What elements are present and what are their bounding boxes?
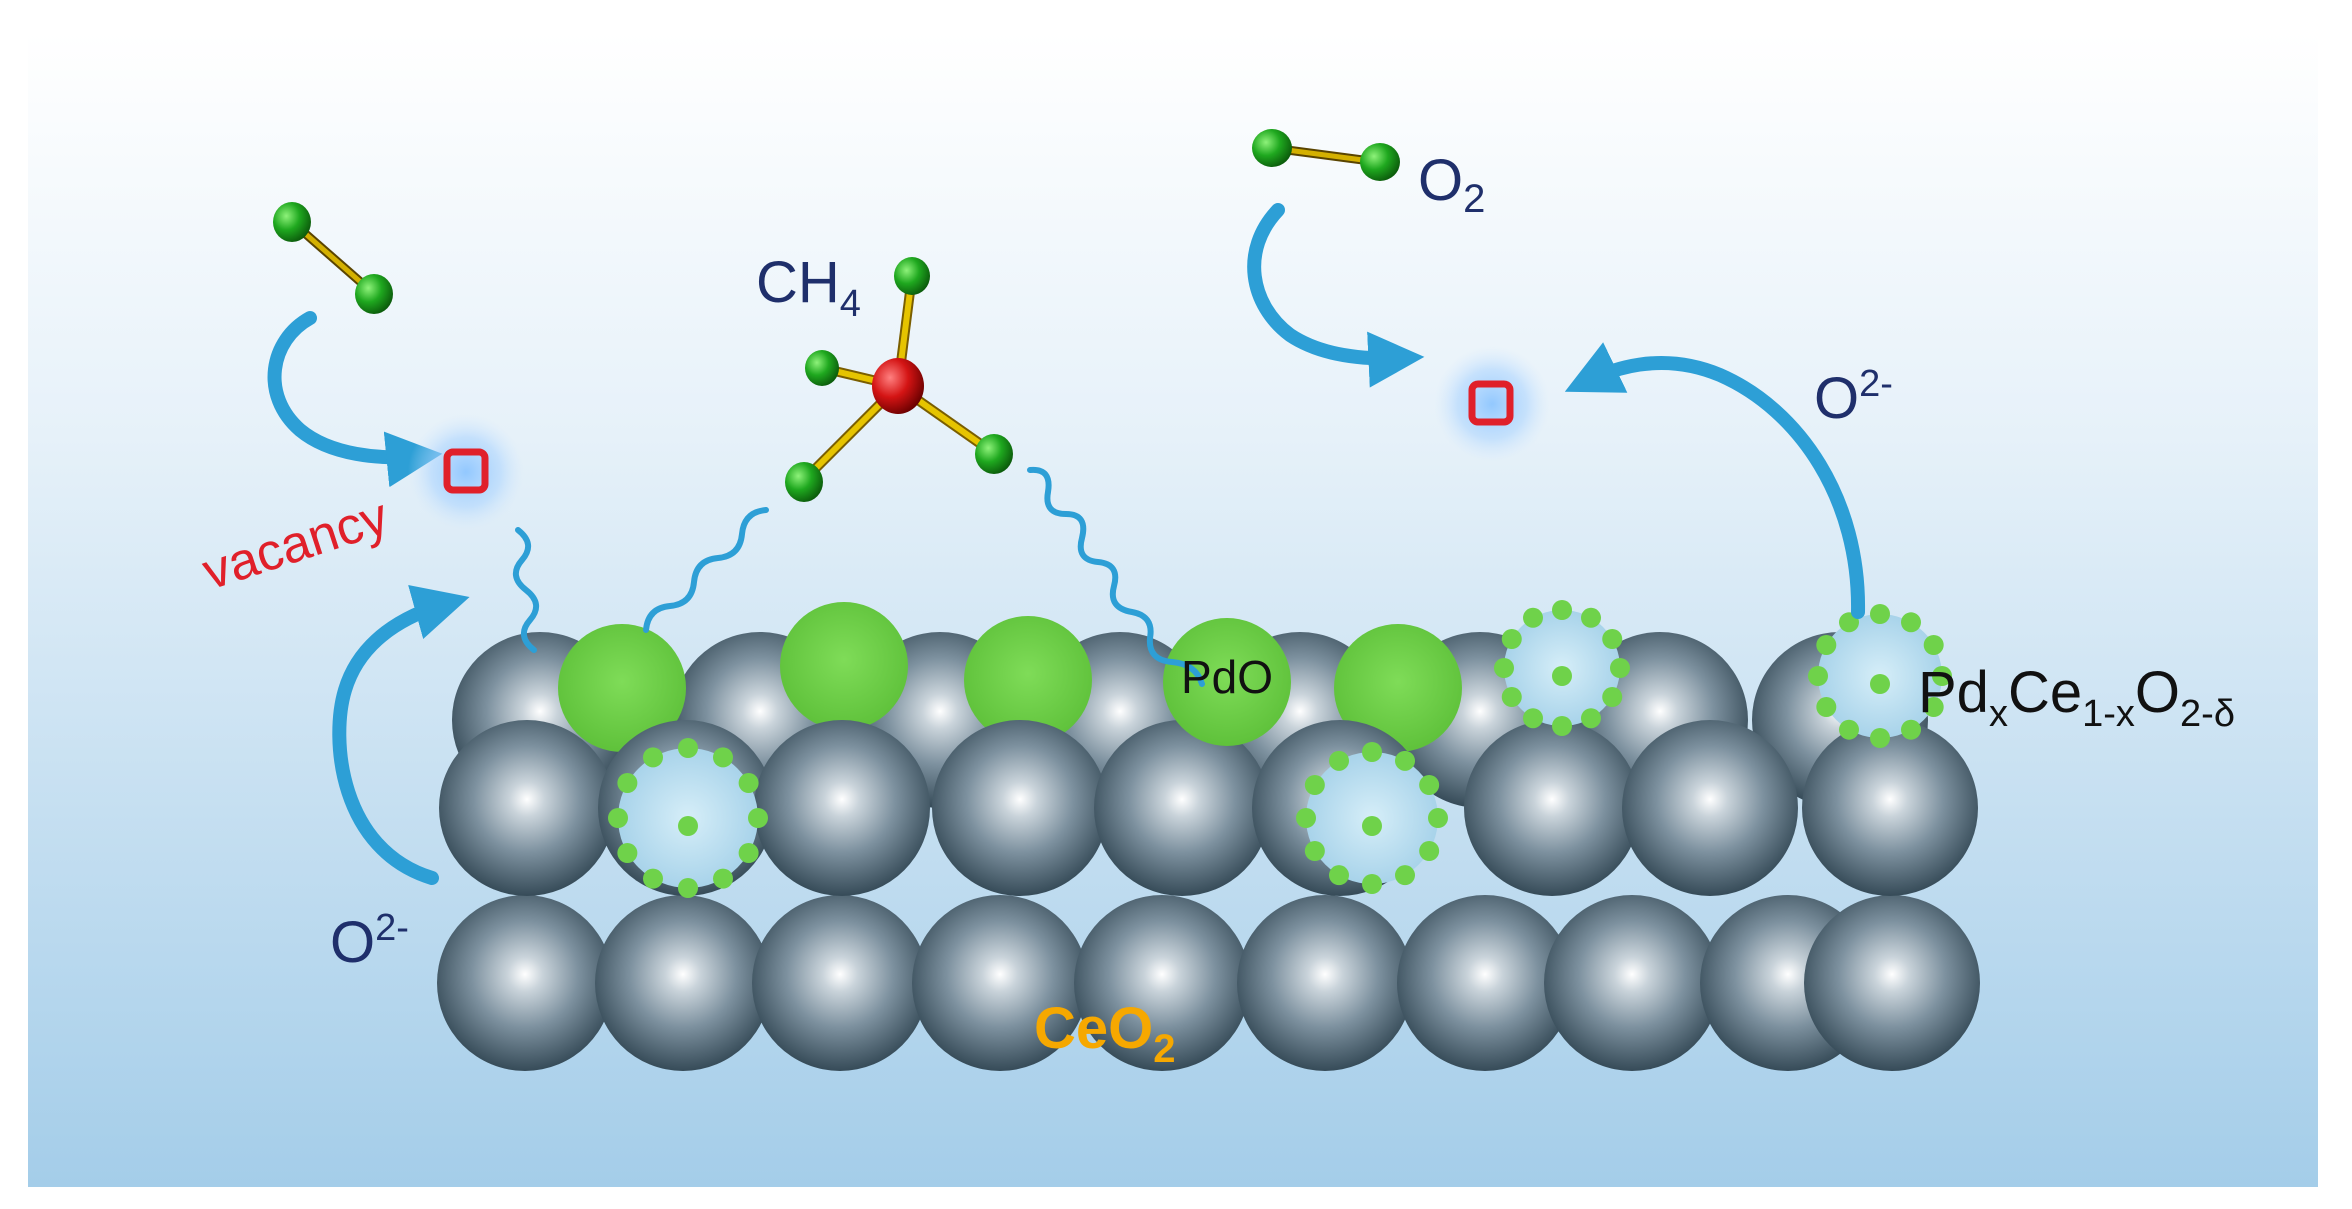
ceria-sphere xyxy=(1622,720,1798,896)
o2-minus-label-left: O2- xyxy=(330,907,409,975)
ceria-sphere xyxy=(1464,720,1640,896)
ceria-sphere xyxy=(752,895,928,1071)
pd-dopant-dot xyxy=(1816,635,1837,655)
pd-dopant-dot xyxy=(617,843,638,863)
wavy-line-center-right xyxy=(1027,466,1205,687)
pd-dopant-dot xyxy=(1501,629,1522,649)
o2-label: O2 xyxy=(1418,148,1485,221)
pd-dopant-dot xyxy=(1581,708,1601,729)
pd-dopant-dot xyxy=(1816,697,1837,717)
oxygen-vacancy-left xyxy=(408,414,524,530)
pdo-sphere xyxy=(964,616,1092,744)
arrow-o2minus-up-left xyxy=(332,585,470,885)
pd-dopant-dot xyxy=(678,816,698,836)
pdo-sphere xyxy=(558,624,686,752)
pd-dopant-dot xyxy=(1870,728,1890,748)
ceria-sphere xyxy=(932,720,1108,896)
ceria-sphere xyxy=(1804,895,1980,1071)
pd-dopant-dot xyxy=(1923,635,1944,655)
pd-dopant-dot xyxy=(1362,742,1382,762)
ceria-sphere xyxy=(1397,895,1573,1071)
pd-dopant-dot xyxy=(643,747,663,768)
pd-dopant-dot xyxy=(1523,607,1543,628)
oxygen-vacancy-right xyxy=(1434,346,1550,462)
curved-arrows xyxy=(267,203,1866,885)
pd-dopant-dot xyxy=(713,868,733,889)
ceria-sphere xyxy=(1544,895,1720,1071)
pd-dopant-dot xyxy=(1329,865,1349,886)
wavy-line-left xyxy=(513,527,539,653)
pd-dopant-dot xyxy=(1501,687,1522,707)
pd-dopant-dot xyxy=(1923,697,1944,717)
pd-dopant-dot xyxy=(678,738,698,758)
pd-dopant-dot xyxy=(713,747,733,768)
pd-dopant-dot xyxy=(1901,612,1921,633)
ceria-sphere xyxy=(1094,720,1270,896)
pd-dopant-dot xyxy=(1602,629,1623,649)
pd-dopant-dot xyxy=(678,878,698,898)
ceria-sphere xyxy=(912,895,1088,1071)
ceria-sphere xyxy=(1237,895,1413,1071)
ceo2-surface-slab xyxy=(437,600,1980,1071)
pd-dopant-dot xyxy=(1329,750,1349,771)
pd-dopant-dot xyxy=(1362,874,1382,894)
pd-dopant-dot xyxy=(1523,708,1543,729)
oxygen-molecule-left xyxy=(273,202,393,314)
pd-dopant-dot xyxy=(1932,666,1952,686)
pd-dopant-dot xyxy=(608,808,628,828)
pd-dopant-dot xyxy=(738,843,759,863)
pd-dopant-dot xyxy=(1901,719,1921,740)
pd-dopant-dot xyxy=(1395,750,1415,771)
ch4-label: CH4 xyxy=(756,250,861,325)
pd-dopant-dot xyxy=(748,808,768,828)
pdo-label: PdO xyxy=(1181,651,1273,703)
pdce-o-formula-label: PdxCe1-xO2-δ xyxy=(1918,660,2235,735)
ceria-sphere xyxy=(1074,895,1250,1071)
pd-dopant-dot xyxy=(1395,865,1415,886)
pd-dopant-dot xyxy=(1304,841,1325,861)
pd-dopant-dot xyxy=(1296,808,1316,828)
wavy-interaction-lines xyxy=(513,466,1205,687)
arrow-lattice-to-vacancy-right xyxy=(1564,342,1866,619)
ceria-sphere xyxy=(1802,720,1978,896)
pd-dopant-dot xyxy=(1610,658,1630,678)
pdo-sphere xyxy=(1163,618,1291,746)
pd-dopant-dot xyxy=(617,773,638,793)
pd-dopant-dot xyxy=(1839,719,1859,740)
pd-dopant-dot xyxy=(1552,600,1572,620)
pd-dopant-dot xyxy=(1494,658,1514,678)
pd-dopant-dot xyxy=(1419,775,1440,795)
pd-dopant-dot xyxy=(1870,604,1890,624)
pd-dopant-dot xyxy=(1581,607,1601,628)
oxygen-molecule-right xyxy=(1252,129,1400,181)
arrow-o2-to-vacancy-right xyxy=(1247,203,1425,388)
pd-dopant-dot xyxy=(1808,666,1828,686)
pd-dopant-dot xyxy=(1552,666,1572,686)
pd-dopant-dot xyxy=(1419,841,1440,861)
pd-dopant-dot xyxy=(1870,674,1890,694)
o2-minus-label-right: O2- xyxy=(1814,363,1893,431)
methane-molecule xyxy=(785,257,1013,502)
pd-dopant-dot xyxy=(738,773,759,793)
ceo2-label: CeO2 xyxy=(1034,996,1176,1071)
ceria-sphere xyxy=(754,720,930,896)
pd-dopant-dot xyxy=(1362,816,1382,836)
pd-dopant-dot xyxy=(1304,775,1325,795)
ceria-sphere xyxy=(437,895,613,1071)
ceria-sphere xyxy=(595,895,771,1071)
arrow-o2-to-vacancy-left xyxy=(267,311,443,488)
pd-dopant-dot xyxy=(643,868,663,889)
pdo-sphere xyxy=(780,602,908,730)
pd-dopant-dot xyxy=(1602,687,1623,707)
wavy-line-center-left xyxy=(643,507,769,633)
pd-dopant-dot xyxy=(1552,716,1572,736)
ceria-sphere xyxy=(439,720,615,896)
pdo-sphere xyxy=(1334,624,1462,752)
pd-dopant-dot xyxy=(1428,808,1448,828)
